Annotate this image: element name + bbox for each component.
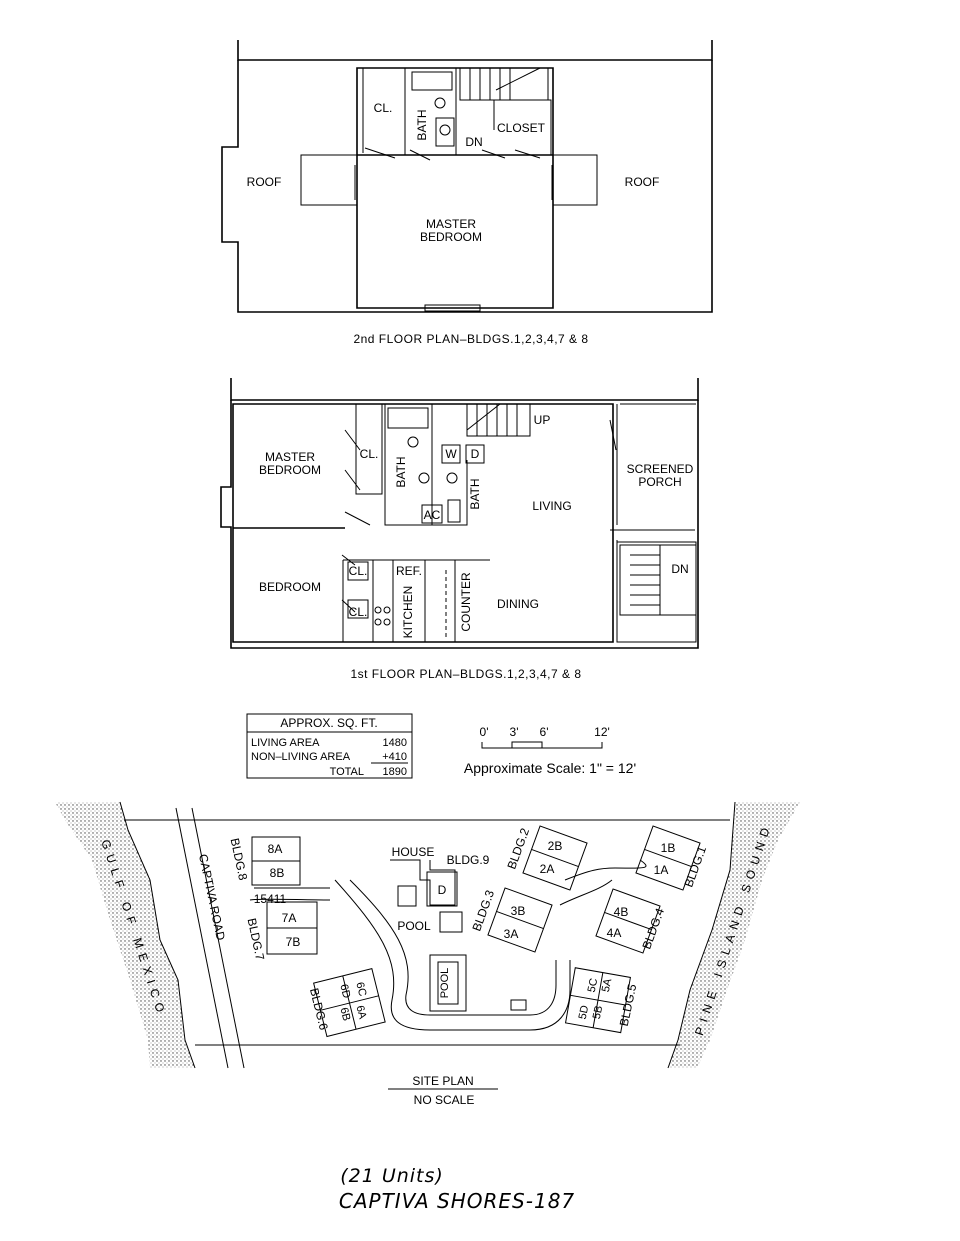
- scale-tick: 6': [540, 725, 549, 739]
- units-count: (21 Units): [340, 1165, 444, 1187]
- room-label: CL.: [374, 101, 393, 115]
- room-label: KITCHEN: [401, 586, 415, 639]
- building-1: [635, 825, 701, 891]
- area-row-label: TOTAL: [330, 766, 364, 778]
- building-3: [487, 887, 553, 953]
- house-unit-label: D: [438, 883, 447, 897]
- scale-text: Approximate Scale: 1" = 12': [464, 760, 636, 776]
- building-label: BLDG.7: [245, 917, 268, 962]
- room-label: MASTER: [265, 450, 315, 464]
- room-label: MASTER: [426, 217, 476, 231]
- area-row-value: 1890: [383, 766, 407, 778]
- room-label: LIVING: [532, 499, 571, 513]
- area-table: APPROX. SQ. FT. LIVING AREA 1480 NON–LIV…: [246, 713, 413, 779]
- room-label: DINING: [497, 597, 539, 611]
- unit-label: 5A: [600, 977, 615, 993]
- building-label: BLDG.9: [447, 853, 490, 867]
- appliance-label: D: [471, 447, 480, 461]
- unit-label: 3B: [511, 904, 526, 918]
- stair-label: UP: [534, 413, 551, 427]
- unit-label: 1A: [654, 863, 669, 877]
- building-7: [266, 901, 318, 955]
- building-label: BLDG.8: [228, 837, 251, 882]
- room-label: CL.: [349, 564, 368, 578]
- building-label: BLDG.6: [307, 987, 331, 1032]
- unit-label: 7A: [282, 911, 297, 925]
- room-label: COUNTER: [459, 572, 473, 632]
- area-row-value: +410: [382, 751, 407, 763]
- unit-label: 5B: [591, 1005, 606, 1021]
- unit-label: 8B: [270, 866, 285, 880]
- room-label: BATH: [394, 456, 408, 487]
- site-plan-subcaption: NO SCALE: [414, 1093, 475, 1107]
- building-label: BLDG.5: [617, 983, 640, 1028]
- unit-label: 2B: [548, 839, 563, 853]
- building-label: BLDG.2: [504, 826, 532, 871]
- scale-tick: 3': [510, 725, 519, 739]
- room-label: BEDROOM: [259, 463, 321, 477]
- unit-label: 4A: [607, 926, 622, 940]
- unit-label: 5C: [586, 977, 601, 993]
- room-label: CL.: [349, 605, 368, 619]
- stair-label: DN: [671, 562, 688, 576]
- room-label: REF.: [396, 564, 422, 578]
- roof-label: ROOF: [247, 175, 282, 189]
- scale-tick: 0': [480, 725, 489, 739]
- building-6: [313, 968, 386, 1038]
- area-row-value: 1480: [383, 737, 407, 749]
- unit-label: 2A: [540, 862, 555, 876]
- pool-label: POOL: [397, 919, 431, 933]
- building-5: [564, 967, 632, 1034]
- stair-label: DN: [465, 135, 482, 149]
- site-plan: GULF OF MEXICO PINE ISLAND SOUND CAPTIVA…: [55, 801, 800, 1107]
- room-label: BATH: [468, 478, 482, 509]
- roof-label: ROOF: [625, 175, 660, 189]
- building-label: BLDG.1: [681, 844, 709, 889]
- unit-label: 4B: [614, 905, 629, 919]
- room-label: PORCH: [638, 475, 681, 489]
- unit-label: 6C: [353, 981, 368, 998]
- unit-label: 3A: [504, 927, 519, 941]
- appliance-label: AC: [424, 508, 441, 522]
- second-floor-plan: CL. BATH DN CLOSET ROOF ROOF MASTER BEDR…: [221, 40, 713, 313]
- site-plan-caption: SITE PLAN: [412, 1074, 473, 1088]
- unit-label: 1B: [661, 841, 676, 855]
- area-table-header: APPROX. SQ. FT.: [280, 716, 377, 730]
- first-floor-plan: MASTER BEDROOM CL. BATH W D BATH AC UP L…: [220, 378, 699, 649]
- property-title: CAPTIVA SHORES-187: [339, 1189, 575, 1213]
- second-floor-caption: 2nd FLOOR PLAN–BLDGS.1,2,3,4,7 & 8: [353, 332, 588, 346]
- road-label: CAPTIVA ROAD: [196, 853, 228, 942]
- unit-label: 8A: [268, 842, 283, 856]
- unit-label: 6A: [353, 1004, 368, 1021]
- room-label: BATH: [415, 109, 429, 140]
- room-label: SCREENED: [627, 462, 694, 476]
- unit-label: 6D: [337, 983, 352, 1000]
- area-row-label: NON–LIVING AREA: [251, 751, 351, 763]
- building-8: [251, 836, 301, 886]
- building-label: BLDG.4: [639, 906, 667, 951]
- appliance-label: W: [445, 447, 457, 461]
- building-2: [522, 825, 588, 891]
- room-label: CL.: [360, 447, 379, 461]
- first-floor-caption: 1st FLOOR PLAN–BLDGS.1,2,3,4,7 & 8: [350, 667, 581, 681]
- road-number: 15411: [254, 892, 287, 906]
- room-label: BEDROOM: [420, 230, 482, 244]
- area-row-label: LIVING AREA: [251, 737, 320, 749]
- building-label: BLDG.3: [469, 888, 497, 933]
- unit-label: 5D: [577, 1004, 592, 1020]
- house-label: HOUSE: [392, 845, 435, 859]
- pool-basin-label: POOL: [439, 968, 451, 999]
- unit-label: 7B: [286, 935, 301, 949]
- scale-bar: 0' 3' 6' 12' Approximate Scale: 1" = 12': [464, 725, 636, 776]
- building-4: [595, 888, 661, 954]
- room-label: CLOSET: [497, 121, 546, 135]
- unit-label: 6B: [337, 1006, 352, 1022]
- scale-tick: 12': [594, 725, 610, 739]
- room-label: BEDROOM: [259, 580, 321, 594]
